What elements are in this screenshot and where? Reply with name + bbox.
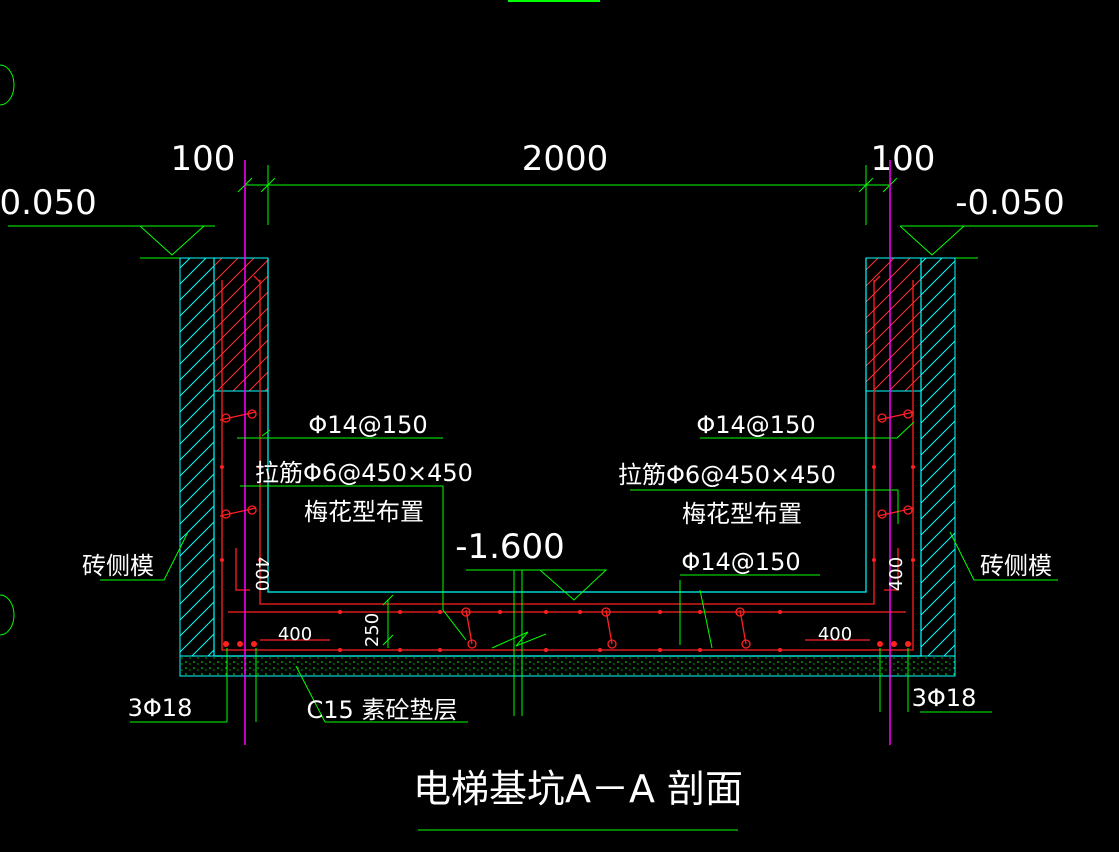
dim-slab-thickness: 250 xyxy=(362,613,383,647)
break-line xyxy=(513,570,523,716)
tie-left-line1: 拉筋Φ6@450×450 xyxy=(255,459,473,487)
tie-right-line2: 梅花型布置 xyxy=(682,500,802,528)
rebar-bottom-label: Φ14@150 xyxy=(681,548,800,576)
cushion-label: C15 素砼垫层 xyxy=(307,696,458,724)
pit-concrete-outline xyxy=(213,258,922,657)
c15-cushion-layer xyxy=(179,655,956,677)
level-marker-top-right xyxy=(866,225,1098,259)
brick-form-right-label: 砖侧模 xyxy=(980,552,1052,580)
level-top-right: -0.050 xyxy=(955,183,1065,223)
dim-span: 2000 xyxy=(522,139,609,179)
rebar-left-wall-label: Φ14@150 xyxy=(308,411,427,439)
rebar-right-wall-label: Φ14@150 xyxy=(696,411,815,439)
brick-form-left xyxy=(179,257,215,657)
brick-form-left-label: 砖侧模 xyxy=(82,552,154,580)
rebar-dots xyxy=(220,465,915,652)
dim-haunch-left-vertical: 400 xyxy=(251,557,272,591)
edge-arc-bottom xyxy=(0,594,15,636)
dim-right-wall: 100 xyxy=(871,139,936,179)
level-top-left: -0.050 xyxy=(0,183,97,223)
dim-haunch-left-horizontal: 400 xyxy=(278,624,312,645)
leader-lines xyxy=(100,421,1058,723)
bars-left-label: 3Φ18 xyxy=(128,694,193,722)
tie-left-line2: 梅花型布置 xyxy=(304,498,424,526)
dim-haunch-right-vertical: 400 xyxy=(886,557,907,591)
tie-right-line1: 拉筋Φ6@450×450 xyxy=(618,461,836,489)
dim-left-wall: 100 xyxy=(171,139,236,179)
dim-haunch-right-horizontal: 400 xyxy=(818,624,852,645)
level-pit-bottom: -1.600 xyxy=(455,527,565,567)
edge-arc-top xyxy=(0,64,15,106)
level-marker-top-left xyxy=(8,225,268,259)
break-zigzag xyxy=(491,631,547,649)
brick-form-right xyxy=(920,257,956,657)
drawing-title: 电梯基坑A－A 剖面 xyxy=(413,767,743,811)
bars-right-label: 3Φ18 xyxy=(912,684,977,712)
